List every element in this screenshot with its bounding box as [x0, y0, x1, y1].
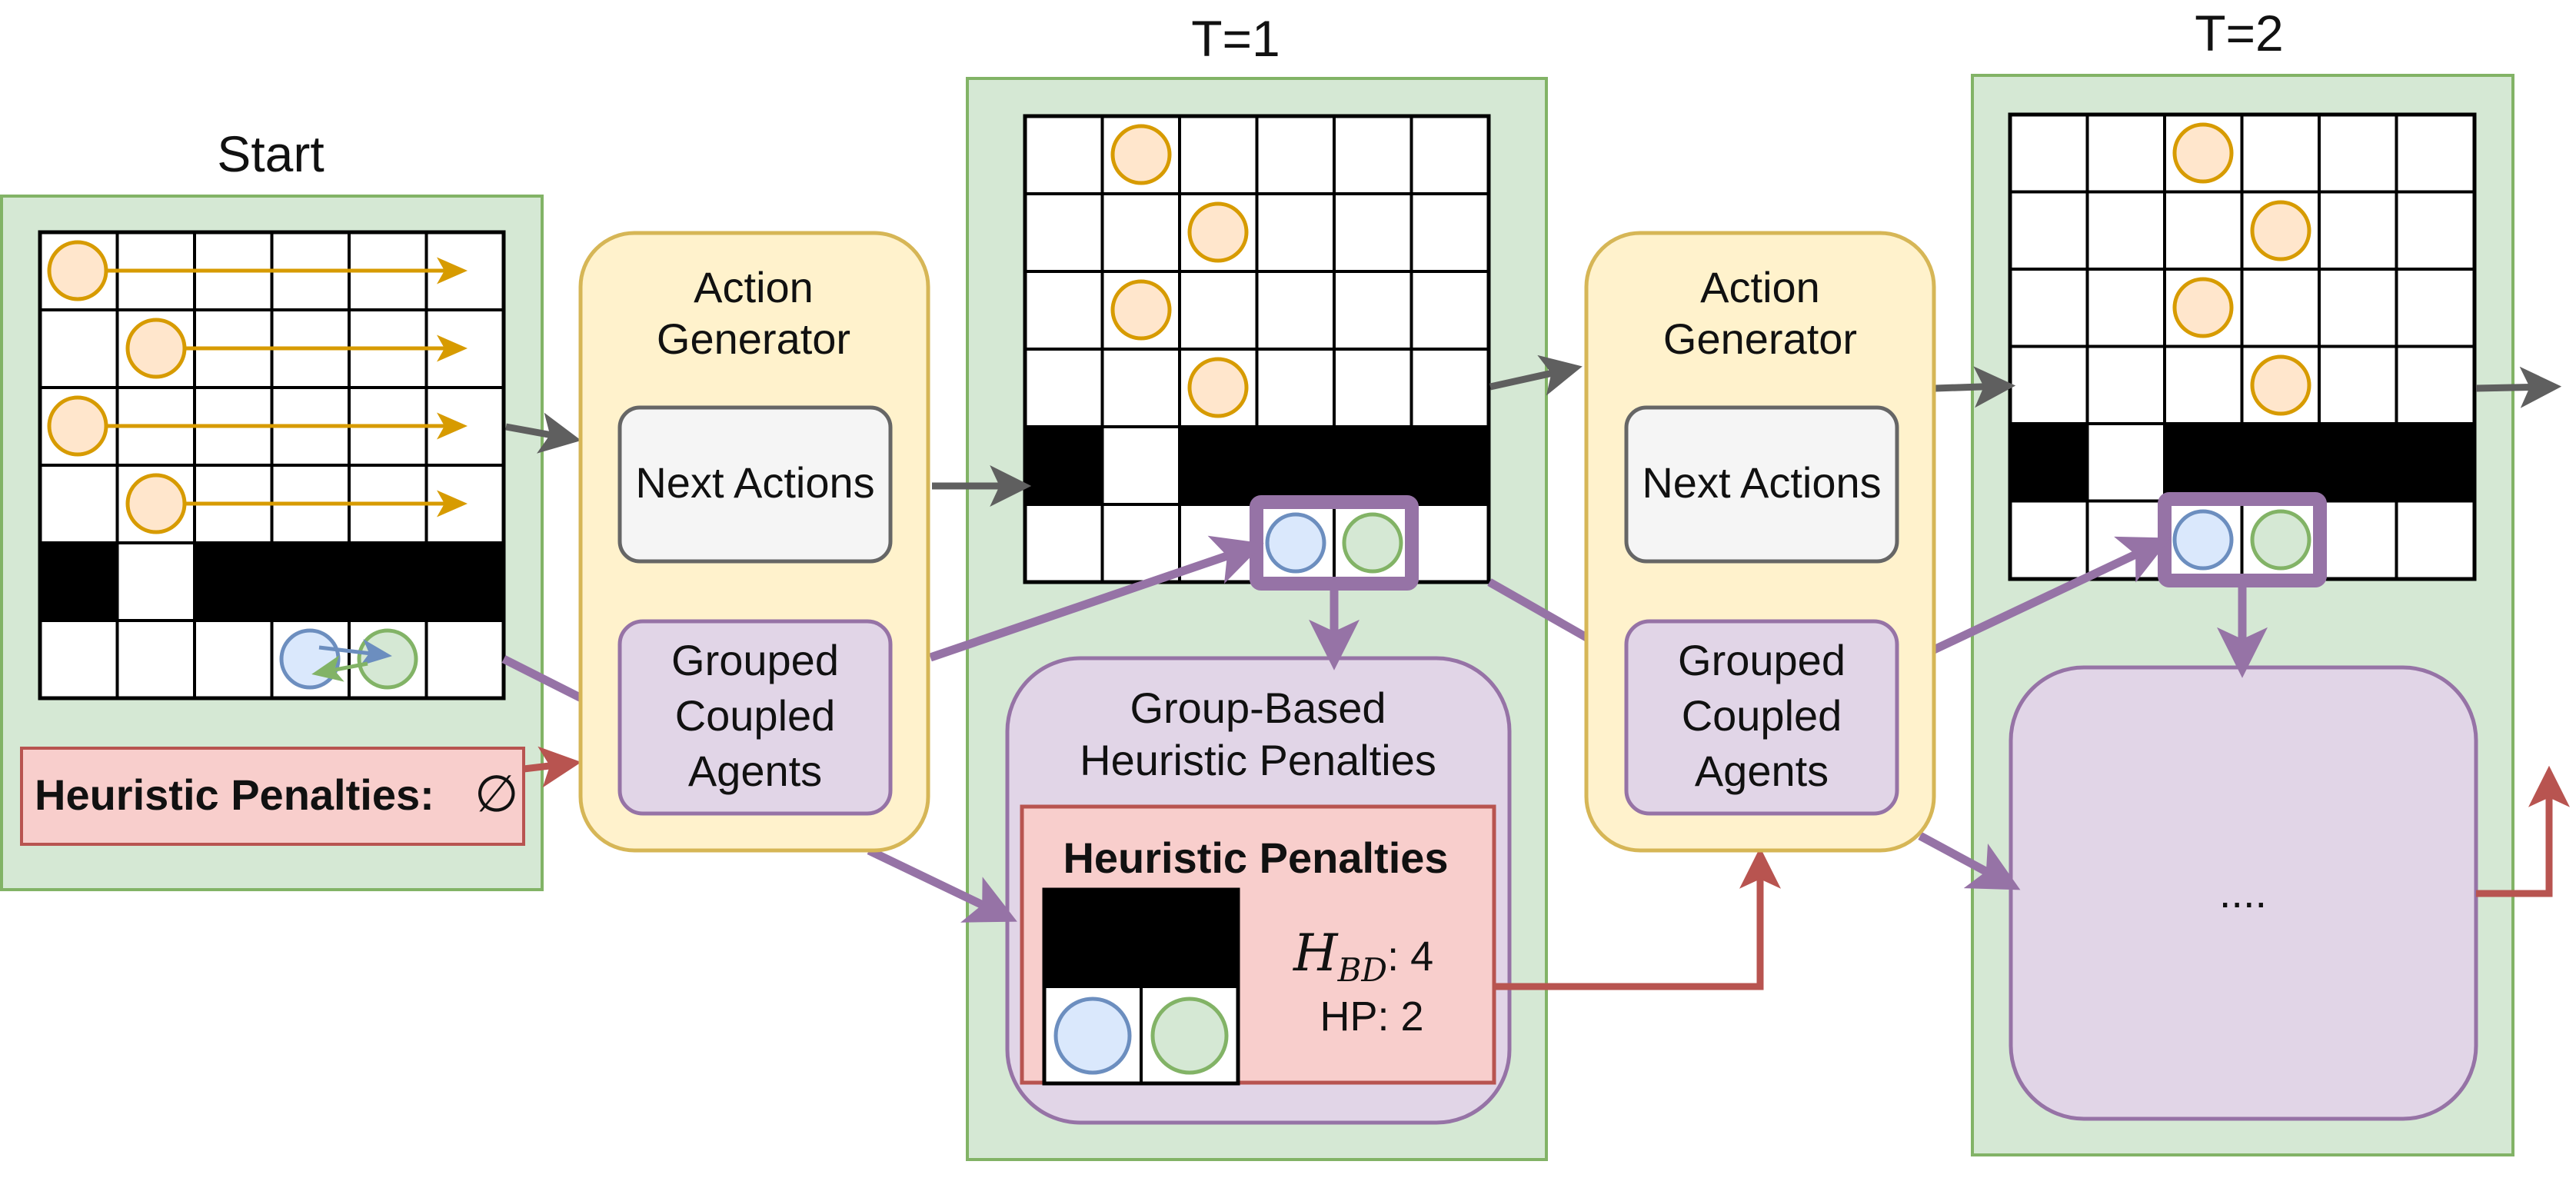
start-orange-agents [47, 240, 187, 534]
group-link-arrow [1487, 578, 1590, 642]
hbd-label: HBD: 4 [1293, 923, 1433, 989]
group-link-arrow [1918, 832, 2021, 890]
t2-orange-agents [2172, 122, 2311, 416]
green-agent [357, 628, 418, 690]
empty-set-symbol: ∅ [474, 765, 519, 822]
blue-agent [279, 628, 341, 690]
action-generator-2: Action Generator Next Actions Grouped Co… [1584, 231, 1936, 853]
blue-swap-arrow [318, 639, 392, 666]
grouped-line2: Coupled [1682, 691, 1842, 740]
orange-agent [1110, 124, 1172, 185]
t2-placeholder-dots: .... [2219, 868, 2267, 917]
grouped-agents-box [617, 619, 893, 816]
heuristic-penalties-title: Heuristic Penalties [1063, 834, 1448, 882]
green-agent [1342, 512, 1403, 574]
t2-grid [2008, 112, 2477, 581]
wall-cell [40, 543, 118, 621]
orange-agent [2250, 200, 2311, 261]
generator-title-line2: Generator [1663, 314, 1857, 363]
orange-agent [47, 395, 108, 457]
start-grid [38, 230, 506, 700]
grouped-agents-box [1624, 619, 1899, 816]
grouped-line1: Grouped [1678, 636, 1845, 684]
blue-agent [2172, 509, 2234, 571]
flow-arrow [505, 412, 581, 454]
orange-agent [1110, 279, 1172, 341]
t2-title: T=2 [2195, 5, 2284, 62]
blue-agent [1053, 997, 1132, 1075]
grouped-line3: Agents [688, 747, 822, 795]
orange-agent [1187, 357, 1249, 418]
action-generator-1: Action Generator Next Actions Grouped Co… [578, 231, 930, 853]
grouped-line1: Grouped [671, 636, 839, 684]
group-link-arrow [929, 535, 1264, 662]
next-actions-box [1624, 405, 1899, 564]
group-penalties-title-line2: Heuristic Penalties [1080, 736, 1436, 784]
start-title: Start [217, 125, 324, 182]
green-agent [1150, 997, 1229, 1075]
orange-agent [2250, 354, 2311, 416]
start-orange-paths [106, 257, 468, 517]
green-agent [2250, 509, 2311, 571]
group-link-arrow [501, 655, 587, 704]
grouped-line2: Coupled [675, 691, 836, 740]
wall-cell [1025, 427, 1103, 504]
next-actions-label: Next Actions [635, 458, 874, 507]
group-link-arrow [1891, 536, 2171, 673]
t1-orange-agents [1110, 124, 1249, 418]
orange-agent [1187, 201, 1249, 263]
next-actions-box [617, 405, 893, 564]
flow-arrow [2475, 366, 2562, 408]
blue-agent [1265, 512, 1326, 574]
orange-agent [47, 240, 108, 301]
generator-title-line2: Generator [657, 314, 850, 363]
green-swap-arrow [311, 655, 368, 682]
generator-title-line1: Action [1700, 263, 1820, 311]
penalty-mini-grid [1042, 887, 1240, 1086]
flow-arrow [1489, 354, 1583, 396]
grouped-line3: Agents [1695, 747, 1829, 795]
orange-agent [125, 473, 187, 534]
start-penalties-box [20, 747, 525, 846]
penalty-flow-arrow [2476, 765, 2570, 897]
t1-title: T=1 [1191, 10, 1280, 67]
group-penalties-title-line1: Group-Based [1130, 684, 1386, 732]
next-actions-label: Next Actions [1642, 458, 1881, 507]
penalty-flow-arrow [1494, 847, 1781, 990]
hp-label: HP: 2 [1320, 993, 1423, 1040]
flow-arrow [1935, 366, 2016, 408]
orange-agent [2172, 122, 2234, 184]
orange-agent [125, 318, 187, 379]
group-link-arrow [867, 847, 1017, 923]
wall-cell [2010, 424, 2088, 501]
start-penalties-label: Heuristic Penalties: [35, 770, 434, 819]
generator-title-line1: Action [694, 263, 814, 311]
orange-agent [2172, 277, 2234, 338]
penalty-flow-arrow [523, 746, 582, 788]
